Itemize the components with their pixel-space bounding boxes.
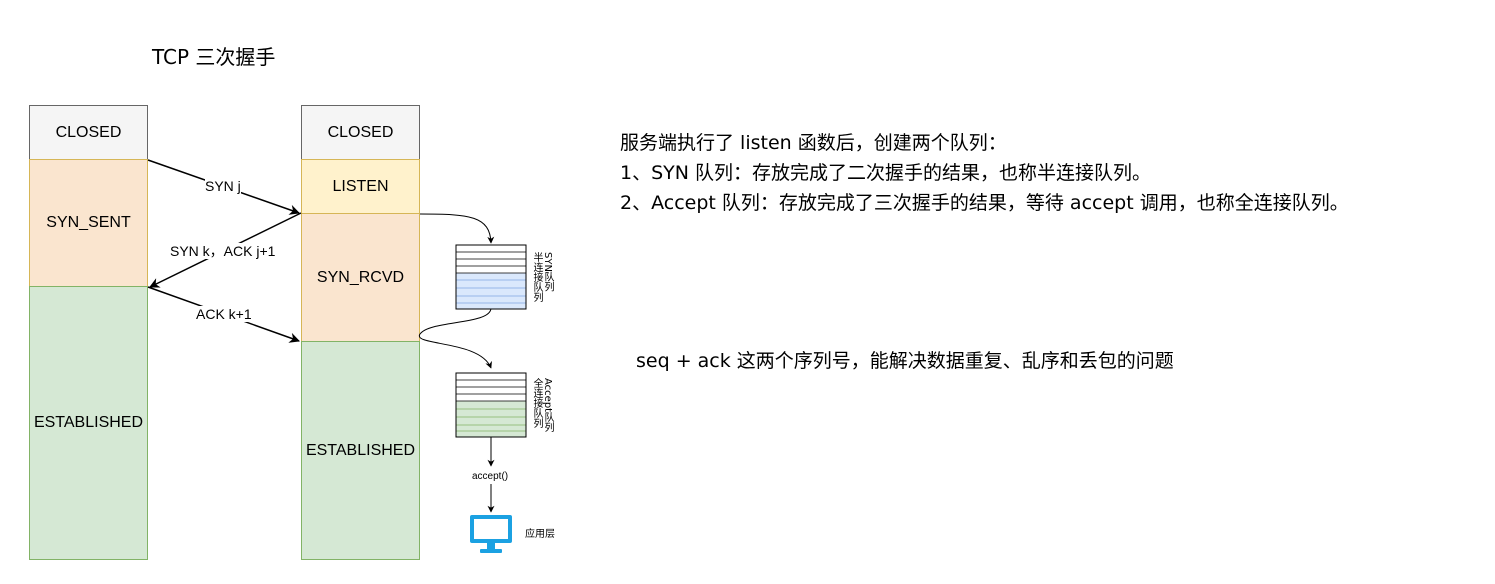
syn-label: SYN j <box>205 178 241 194</box>
server-state-closed: CLOSED <box>301 105 420 160</box>
monitor-icon <box>470 515 512 553</box>
ack-label: ACK k+1 <box>196 306 252 322</box>
server-state-syn-rcvd: SYN_RCVD <box>301 213 420 342</box>
seq-ack-note: seq + ack 这两个序列号，能解决数据重复、乱序和丢包的问题 <box>636 350 1174 372</box>
client-state-established: ESTABLISHED <box>29 286 148 560</box>
syn-queue-label-line2: 半连接队列 <box>531 252 542 302</box>
syn-queue <box>455 244 527 310</box>
server-state-listen: LISTEN <box>301 159 420 214</box>
diagram-title: TCP 三次握手 <box>152 45 276 69</box>
server-state-established: ESTABLISHED <box>301 341 420 560</box>
listen-to-syn-queue-curve <box>419 213 495 244</box>
syn-queue-label-line1: SYN队列 <box>542 252 553 292</box>
accept-queue-label-line2: 全连接队列 <box>531 378 542 428</box>
accept-queue-label-line1: Accept队列 <box>542 378 553 433</box>
notes-block: 服务端执行了 listen 函数后，创建两个队列： 1、SYN 队列：存放完成了… <box>620 128 1349 218</box>
note-line-1: 服务端执行了 listen 函数后，创建两个队列： <box>620 132 1007 154</box>
syn-ack-label: SYN k，ACK j+1 <box>170 243 276 259</box>
syn-queue-label: SYN队列 半连接队列 <box>531 252 553 312</box>
accept-queue-label: Accept队列 全连接队列 <box>531 378 553 440</box>
app-layer-label: 应用层 <box>525 529 555 540</box>
note-line-2: 1、SYN 队列：存放完成了二次握手的结果，也称半连接队列。 <box>620 162 1152 184</box>
syn-queue-to-accept-queue-curve <box>419 307 492 369</box>
note-line-3: 2、Accept 队列：存放完成了三次握手的结果，等待 accept 调用，也称… <box>620 192 1349 214</box>
client-state-closed: CLOSED <box>29 105 148 160</box>
client-state-syn-sent: SYN_SENT <box>29 159 148 287</box>
accept-queue <box>455 372 527 438</box>
accept-call-label: accept() <box>472 471 509 483</box>
